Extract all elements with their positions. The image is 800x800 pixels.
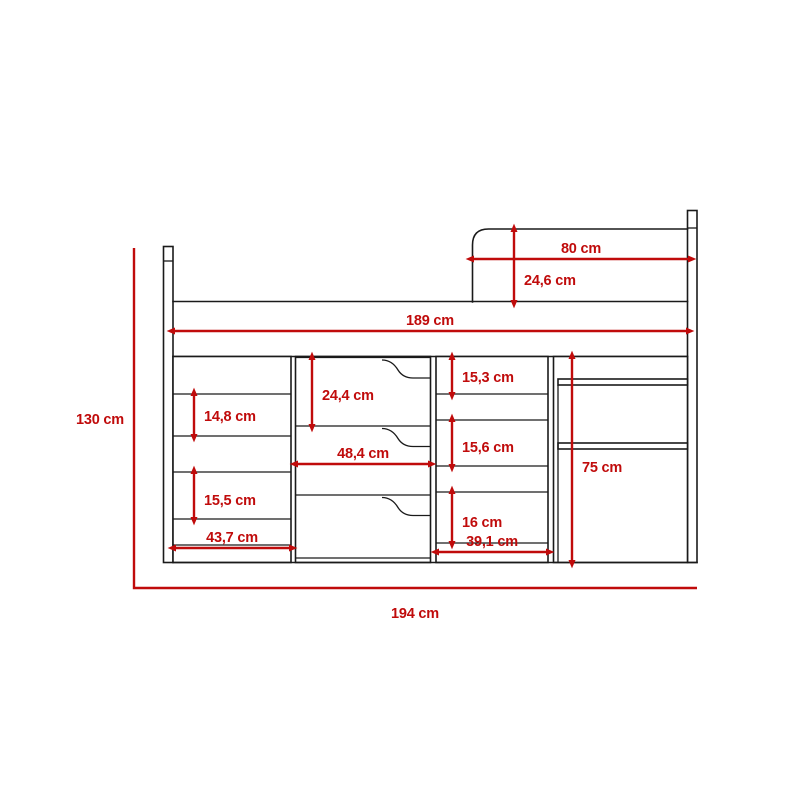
dimension-overall-height: 130 cm xyxy=(76,248,697,590)
dimension-label-guardrail-height: 24,6 cm xyxy=(524,273,576,289)
drawer-bottom[interactable] xyxy=(295,496,431,559)
dimension-label-right-shelf-width: 39,1 cm xyxy=(466,534,518,550)
dimension-label-drawer-width: 48,4 cm xyxy=(337,446,389,462)
bed-platform xyxy=(172,300,689,358)
dimension-drawer-height: 24,4 cm xyxy=(308,351,374,433)
dimension-label-bed-length: 189 cm xyxy=(406,313,454,329)
dimension-cabinet-height: 75 cm xyxy=(568,350,622,569)
drawer-top[interactable] xyxy=(295,356,431,427)
dimension-left-shelf-a: 14,8 cm xyxy=(190,387,256,443)
dimension-label-left-shelf-width: 43,7 cm xyxy=(206,530,258,546)
dimension-label-overall-width: 194 cm xyxy=(391,606,439,622)
right-cabinet-module xyxy=(552,355,689,564)
dimension-right-shelf-width: 39,1 cm xyxy=(430,534,555,556)
dimension-bed-length: 189 cm xyxy=(166,313,695,335)
dimension-right-shelf-a: 15,3 cm xyxy=(448,351,514,401)
dimension-label-drawer-height: 24,4 cm xyxy=(322,388,374,404)
dimension-label-guardrail-width: 80 cm xyxy=(561,241,601,257)
dimension-guardrail-width: 80 cm xyxy=(465,241,697,263)
dimension-label-cabinet-height: 75 cm xyxy=(582,460,622,476)
dimension-right-shelf-b: 15,6 cm xyxy=(448,413,514,473)
dimension-left-shelf-b: 15,5 cm xyxy=(190,465,256,526)
guard-rail-panel xyxy=(471,228,689,303)
dimension-overall-width: 194 cm xyxy=(391,606,439,622)
dimension-label-left-shelf-a: 14,8 cm xyxy=(204,409,256,425)
dimension-label-right-shelf-c: 16 cm xyxy=(462,515,502,531)
dimension-right-shelf-c: 16 cm xyxy=(448,485,502,550)
dimension-drawer-width: 48,4 cm xyxy=(289,446,437,468)
dimension-label-right-shelf-b: 15,6 cm xyxy=(462,440,514,456)
dimension-label-left-shelf-b: 15,5 cm xyxy=(204,493,256,509)
dimension-label-overall-height: 130 cm xyxy=(76,412,124,428)
drawer-middle[interactable] xyxy=(295,427,431,496)
left-bed-post xyxy=(162,245,174,564)
right-bed-post xyxy=(686,209,698,564)
dimension-label-right-shelf-a: 15,3 cm xyxy=(462,370,514,386)
dimension-left-shelf-width: 43,7 cm xyxy=(167,530,298,552)
dimension-guardrail-height: 24,6 cm xyxy=(510,223,576,309)
furniture-outline xyxy=(162,209,698,564)
